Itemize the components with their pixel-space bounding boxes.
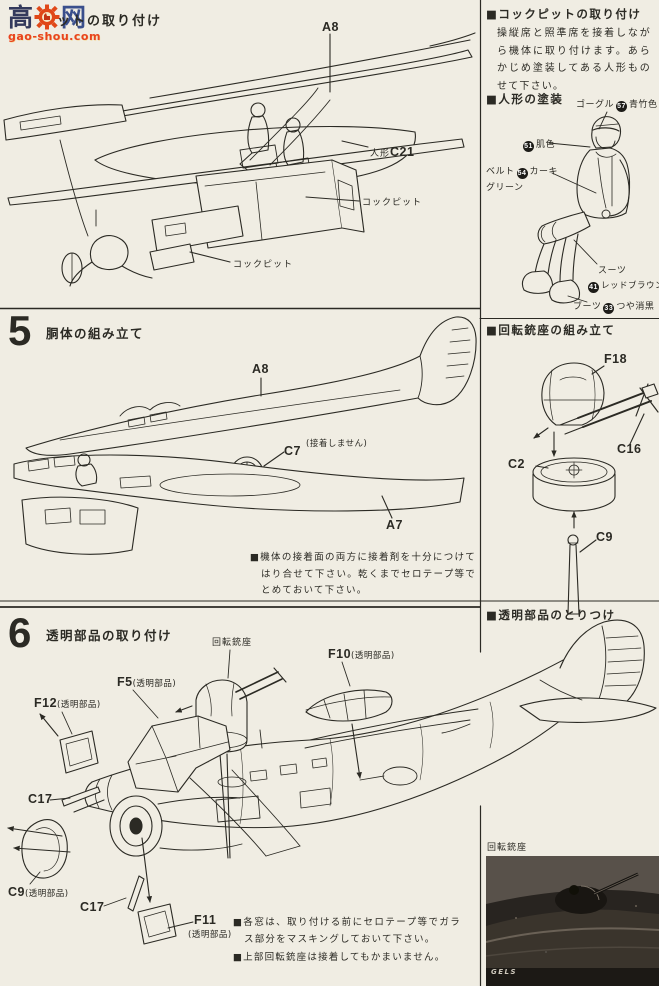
part-label-c17b: C17 [80, 900, 105, 914]
part-label-f11: F11 [194, 913, 217, 927]
step5-note: ■機体の接着面の両方に接着剤を十分につけてはり合せて下さい。乾くまでセロテープ等… [250, 550, 476, 602]
part-label-c17a: C17 [28, 792, 53, 806]
c7-no-glue-note: (接着しません) [306, 439, 368, 449]
gear-hand-icon [34, 4, 60, 30]
watermark-logo: 高 网 gao-shou.com [8, 4, 101, 43]
photo-caption: 回転銃座 [487, 843, 528, 853]
part-label-f10: F10(透明部品) [328, 643, 395, 662]
goggles-color: 青竹色 [629, 100, 658, 110]
boots-color: つや消黒 [616, 302, 655, 312]
step5-note-text: ■機体の接着面の両方に接着剤を十分につけてはり合せて下さい。乾くまでセロテープ等… [250, 552, 476, 597]
step6-notes: ■各窓は、取り付ける前にセロテープ等でガラス部分をマスキングしておいて下さい。 … [233, 915, 461, 969]
paint-41-badge: 41 [588, 282, 599, 293]
boots-label: ブーツ [573, 302, 602, 312]
figure-part: C21 [390, 145, 415, 159]
f10-code: F10 [328, 647, 352, 661]
photo-marking-text: GELS [491, 968, 518, 976]
part-label-c7: C7 [284, 444, 301, 458]
cockpit-label-b: コックピット [233, 260, 294, 270]
cockpit-label-a: コックピット [362, 198, 423, 208]
goggles-label: ゴーグル [576, 100, 615, 110]
turret-photo: GELS [486, 856, 659, 986]
part-label-c9-turret: C9 [596, 530, 613, 544]
paint-51-badge: 51 [523, 141, 534, 152]
watermark-domain: gao-shou.com [8, 30, 101, 43]
f12-clear-note: (透明部品) [57, 700, 101, 710]
sidebar-clear-heading: ■透明部品のとりつけ [486, 608, 616, 622]
step6-aircraft-drawing [7, 619, 657, 945]
part-label-a8-step4: A8 [322, 20, 339, 34]
sidebar-cockpit-body: 操縦席と照準席を接着しながら機体に取り付けます。あらかじめ塗装してある人形ものせ… [497, 28, 651, 92]
part-label-f12: F12(透明部品) [34, 692, 101, 711]
turret-callout-label: 回転銃座 [212, 638, 253, 648]
f11-clear-note: (透明部品) [188, 930, 232, 940]
part-label-c21: 人形C21 [370, 141, 414, 160]
paint-33-badge: 33 [603, 303, 615, 314]
watermark-char-left: 高 [8, 2, 34, 32]
pilot-figure-drawing [521, 111, 631, 304]
part-label-c16: C16 [617, 442, 642, 456]
part-label-c9-nose: C9(透明部品) [8, 881, 69, 900]
sidebar-figure-heading: ■人形の塗装 [486, 92, 564, 106]
step6-number: 6 [8, 609, 32, 656]
step5-title: 胴体の組み立て [46, 326, 145, 341]
sidebar-turret-heading: ■回転銃座の組み立て [486, 323, 616, 337]
step6-note-2: ■上部回転銃座は接着してもかまいません。 [233, 952, 446, 964]
f5-code: F5 [117, 675, 133, 689]
c9-code: C9 [8, 885, 25, 899]
part-label-a8-step5: A8 [252, 362, 269, 376]
belt-color2: グリーン [486, 183, 524, 193]
paint-54-badge: 54 [516, 168, 528, 179]
turret-photo-art [486, 856, 659, 986]
part-label-f18: F18 [604, 352, 628, 366]
turret-assembly-drawing [532, 362, 659, 615]
sidebar-cockpit-heading: ■コックピットの取り付け [486, 7, 642, 21]
suit-label: スーツ [598, 266, 627, 276]
part-label-c2: C2 [508, 457, 525, 471]
figure-prefix: 人形 [370, 149, 391, 159]
step6-title: 透明部品の取り付け [46, 628, 173, 643]
step4-cockpit-assembly-drawing [3, 32, 476, 287]
paint-57-badge: 57 [616, 101, 628, 112]
f10-clear-note: (透明部品) [351, 651, 395, 661]
callout-suit-label: スーツ [598, 263, 626, 276]
part-label-a7: A7 [386, 518, 403, 532]
c9-clear-note: (透明部品) [24, 889, 69, 899]
watermark-char-right: 网 [61, 2, 87, 32]
step4-title: ットの取り付け [57, 14, 163, 29]
part-label-f5: F5(透明部品) [117, 671, 176, 690]
f12-code: F12 [34, 696, 58, 710]
callout-belt-line2: グリーン [486, 180, 524, 193]
step5-fuselage-drawing [13, 316, 477, 555]
belt-color: カーキ [529, 167, 559, 177]
belt-label: ベルト [486, 167, 515, 177]
f5-clear-note: (透明部品) [132, 679, 177, 689]
suit-color: レッドブラウン [601, 281, 659, 291]
step6-note-1: ■各窓は、取り付ける前にセロテープ等でガラス部分をマスキングしておいて下さい。 [233, 917, 461, 945]
skin-color: 肌色 [536, 140, 556, 150]
step5-number: 5 [8, 307, 32, 354]
